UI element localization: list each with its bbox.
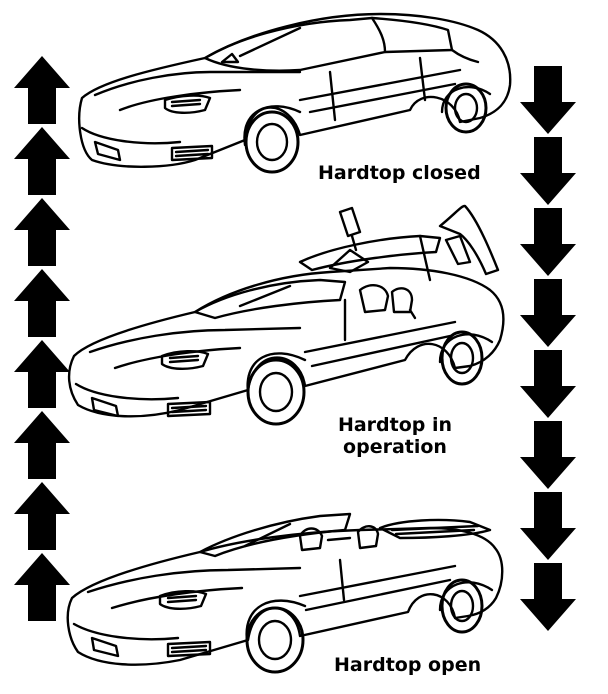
up-arrow-icon: [14, 553, 70, 621]
down-arrow-icon: [520, 279, 576, 347]
label-hardtop-closed: Hardtop closed: [318, 162, 481, 184]
down-arrow-icon: [520, 421, 576, 489]
label-hardtop-open: Hardtop open: [334, 654, 482, 676]
label-hardtop-in-operation-line2: operation: [343, 436, 447, 458]
down-arrow-icon: [520, 492, 576, 560]
up-arrow-icon: [14, 127, 70, 195]
up-arrow-icon: [14, 198, 70, 266]
label-hardtop-in-operation-line1: Hardtop in: [337, 414, 453, 436]
down-arrow-icon: [520, 208, 576, 276]
label-hardtop-in-operation: Hardtop in operation: [330, 414, 460, 458]
left-arrow-column: [14, 56, 70, 621]
up-arrow-icon: [14, 340, 70, 408]
car-hardtop-closed: [78, 12, 512, 174]
down-arrow-icon: [520, 137, 576, 205]
up-arrow-icon: [14, 269, 70, 337]
right-arrow-column: [520, 66, 576, 631]
car-hardtop-in-operation: [67, 204, 505, 426]
down-arrow-icon: [520, 66, 576, 134]
up-arrow-icon: [14, 411, 70, 479]
car-hardtop-open: [66, 512, 504, 674]
up-arrow-icon: [14, 56, 70, 124]
up-arrow-icon: [14, 482, 70, 550]
down-arrow-icon: [520, 350, 576, 418]
down-arrow-icon: [520, 563, 576, 631]
